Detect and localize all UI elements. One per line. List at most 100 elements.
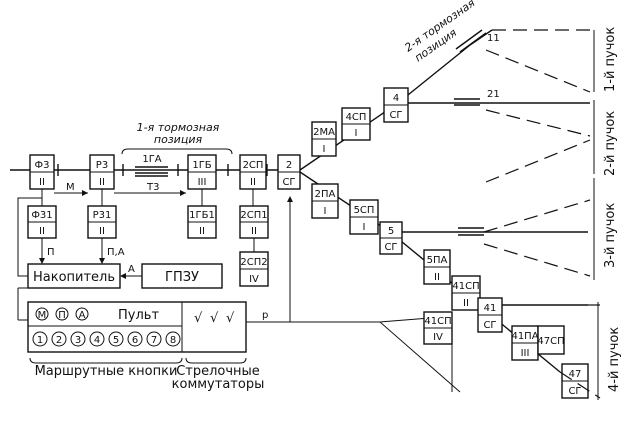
svg-text:41ПА: 41ПА xyxy=(511,331,538,342)
box-5sp: 5СП I xyxy=(349,199,379,235)
svg-text:2СП: 2СП xyxy=(243,160,264,171)
beam-4-label: 4-й пучок xyxy=(607,327,622,392)
track-11-label: 11 xyxy=(487,33,500,44)
svg-text:СГ: СГ xyxy=(384,242,397,253)
first-braking-position-label: 1-я тормозная xyxy=(137,121,220,134)
panel-title: Пульт xyxy=(118,308,159,323)
svg-text:4: 4 xyxy=(393,93,399,104)
svg-text:II: II xyxy=(250,177,256,188)
svg-text:II: II xyxy=(99,226,105,237)
svg-text:5СП: 5СП xyxy=(354,205,375,216)
svg-text:СГ: СГ xyxy=(389,110,402,121)
beam-braces xyxy=(593,30,599,400)
svg-text:2ПА: 2ПА xyxy=(315,189,336,200)
first-braking-position-label-2: позиция xyxy=(154,133,203,146)
route-button-7: 7 xyxy=(151,335,157,346)
signal-t3-arrow: Т3 xyxy=(114,182,186,196)
svg-text:СГ: СГ xyxy=(483,320,496,331)
svg-text:2СП2: 2СП2 xyxy=(240,257,267,268)
switch-check-2: √ xyxy=(210,311,219,326)
beam-1-label: 1-й пучок xyxy=(603,27,618,92)
box-2sp2: 2СП2 IV xyxy=(239,251,269,287)
svg-text:II: II xyxy=(39,226,45,237)
route-button-3: 3 xyxy=(75,335,81,346)
svg-text:1ГБ: 1ГБ xyxy=(192,160,211,171)
svg-text:41: 41 xyxy=(484,303,497,314)
svg-text:Ф3: Ф3 xyxy=(35,160,50,171)
switch-caption-brace xyxy=(185,357,247,364)
beam-3-label: 3-й пучок xyxy=(603,203,618,268)
svg-text:5ПА: 5ПА xyxy=(427,255,448,266)
signal-m-label: М xyxy=(66,182,75,193)
svg-text:5: 5 xyxy=(388,226,394,237)
route-buttons-caption: Маршрутные кнопки xyxy=(35,364,178,379)
dashed-continuations xyxy=(483,29,601,399)
box-f3: Ф3 II xyxy=(29,154,55,190)
gpzu-box: ГПЗУ xyxy=(141,263,223,289)
box-1gb1: 1ГБ1 II xyxy=(187,205,217,239)
svg-text:II: II xyxy=(463,298,469,309)
svg-text:41СП: 41СП xyxy=(424,316,451,327)
switch-47-box: 47 СГ xyxy=(561,363,589,399)
route-button-2: 2 xyxy=(56,335,62,346)
svg-text:II: II xyxy=(199,226,205,237)
upper-branch-track xyxy=(299,29,590,171)
beam-2-label: 2-й пучок xyxy=(603,111,618,176)
panel-output-line-2 xyxy=(290,317,431,323)
switch-5-box: 5 СГ xyxy=(379,221,403,255)
svg-text:II: II xyxy=(39,177,45,188)
box-1gb: 1ГБ III xyxy=(187,154,217,190)
panel-output-line-3 xyxy=(379,321,461,393)
switch-check-3: √ xyxy=(226,311,235,326)
svg-text:Р3: Р3 xyxy=(96,160,108,171)
svg-text:IV: IV xyxy=(433,332,443,343)
signal-p-label: П xyxy=(47,247,55,258)
mode-button-m: М xyxy=(38,310,47,321)
svg-text:2МА: 2МА xyxy=(313,127,335,138)
box-41pa: 41ПА III xyxy=(511,325,539,361)
retarder-1ga-label: 1ГА xyxy=(142,154,161,165)
signal-m-arrow: М xyxy=(54,182,88,196)
box-47sp: 47СП xyxy=(537,325,565,355)
signal-a-label: А xyxy=(128,264,135,275)
svg-text:III: III xyxy=(521,348,530,359)
switch-check-1: √ xyxy=(194,311,203,326)
svg-text:I: I xyxy=(363,222,366,233)
svg-text:2: 2 xyxy=(286,160,292,171)
mode-button-p: П xyxy=(58,310,66,321)
accumulator-box: Накопитель xyxy=(27,263,121,289)
box-f31: Ф31 II xyxy=(27,205,57,239)
svg-text:ГПЗУ: ГПЗУ xyxy=(165,270,199,285)
box-5pa: 5ПА II xyxy=(423,249,451,285)
signal-t3-label: Т3 xyxy=(146,182,159,193)
svg-text:СГ: СГ xyxy=(568,386,581,397)
signal-pa-label: П,А xyxy=(107,247,125,258)
route-button-4: 4 xyxy=(94,335,100,346)
switch-4-box: 4 СГ xyxy=(383,87,409,123)
svg-text:I: I xyxy=(323,144,326,155)
switch-commutators-caption-1: Стрелочные xyxy=(176,364,260,379)
svg-text:II: II xyxy=(251,226,257,237)
svg-text:III: III xyxy=(198,177,207,188)
track-21-label: 21 xyxy=(487,89,500,100)
svg-text:СГ: СГ xyxy=(282,177,295,188)
route-button-8: 8 xyxy=(170,335,176,346)
svg-text:Накопитель: Накопитель xyxy=(33,270,115,285)
svg-text:II: II xyxy=(99,177,105,188)
box-4sp: 4СП I xyxy=(341,107,371,141)
box-r3: Р3 II xyxy=(89,154,115,190)
svg-text:47СП: 47СП xyxy=(537,336,564,347)
first-braking-brace xyxy=(121,148,233,155)
svg-text:41СП: 41СП xyxy=(452,281,479,292)
signal-pa-arrow: П,А xyxy=(99,238,125,264)
svg-text:2СП1: 2СП1 xyxy=(240,210,267,221)
svg-text:I: I xyxy=(324,206,327,217)
box-41sp: 41СП II xyxy=(451,275,481,311)
box-2sp: 2СП II xyxy=(239,154,267,190)
signal-r-label: р xyxy=(262,310,268,321)
box-41sp-iv: 41СП IV xyxy=(423,311,453,345)
route-button-5: 5 xyxy=(113,335,119,346)
box-2sp1: 2СП1 II xyxy=(239,205,269,239)
route-button-1: 1 xyxy=(37,335,43,346)
